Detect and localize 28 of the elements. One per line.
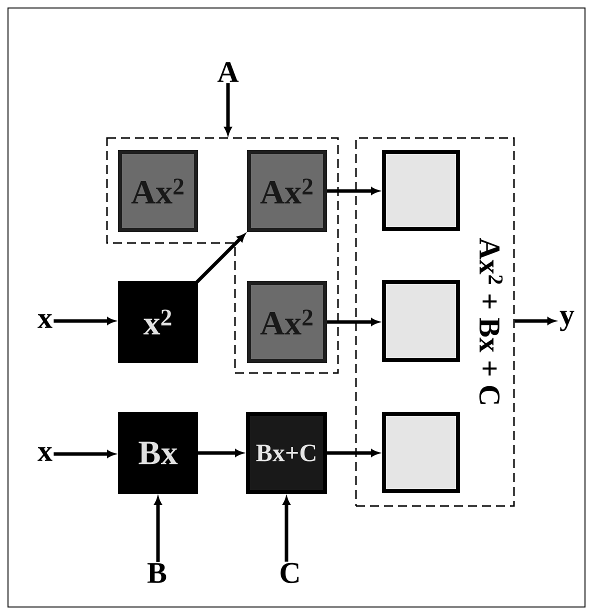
arrow — [54, 317, 115, 325]
arrow — [327, 187, 379, 195]
symbol-label: x — [38, 314, 52, 328]
arrow — [154, 497, 162, 562]
dashed-group-outline — [106, 137, 339, 374]
operator-box: x$^{2}$ — [118, 281, 198, 363]
arrow — [224, 83, 232, 135]
operator-box: Bx — [118, 412, 198, 494]
operator-box: Bx+C — [246, 412, 327, 494]
symbol-label: B — [148, 563, 166, 583]
adder-box — [382, 150, 460, 231]
symbol-label: x — [38, 447, 52, 461]
rotated-formula-text: Ax$^{2}$ + Bx + C — [479, 238, 503, 404]
multiplier-box: Ax$^{2}$ — [247, 281, 327, 363]
arrow — [198, 449, 243, 457]
adder-box — [382, 412, 460, 493]
arrow — [327, 449, 379, 457]
arrow — [54, 450, 115, 458]
multiplier-box: Ax$^{2}$ — [118, 150, 198, 232]
adder-box — [382, 280, 460, 362]
arrow — [282, 497, 290, 562]
symbol-label: y — [560, 310, 574, 332]
arrow — [327, 318, 379, 326]
symbol-label: A — [217, 62, 239, 82]
multiplier-box: Ax$^{2}$ — [247, 150, 327, 232]
arrow — [194, 234, 246, 286]
arrow — [514, 317, 556, 325]
symbol-label: C — [280, 562, 299, 584]
